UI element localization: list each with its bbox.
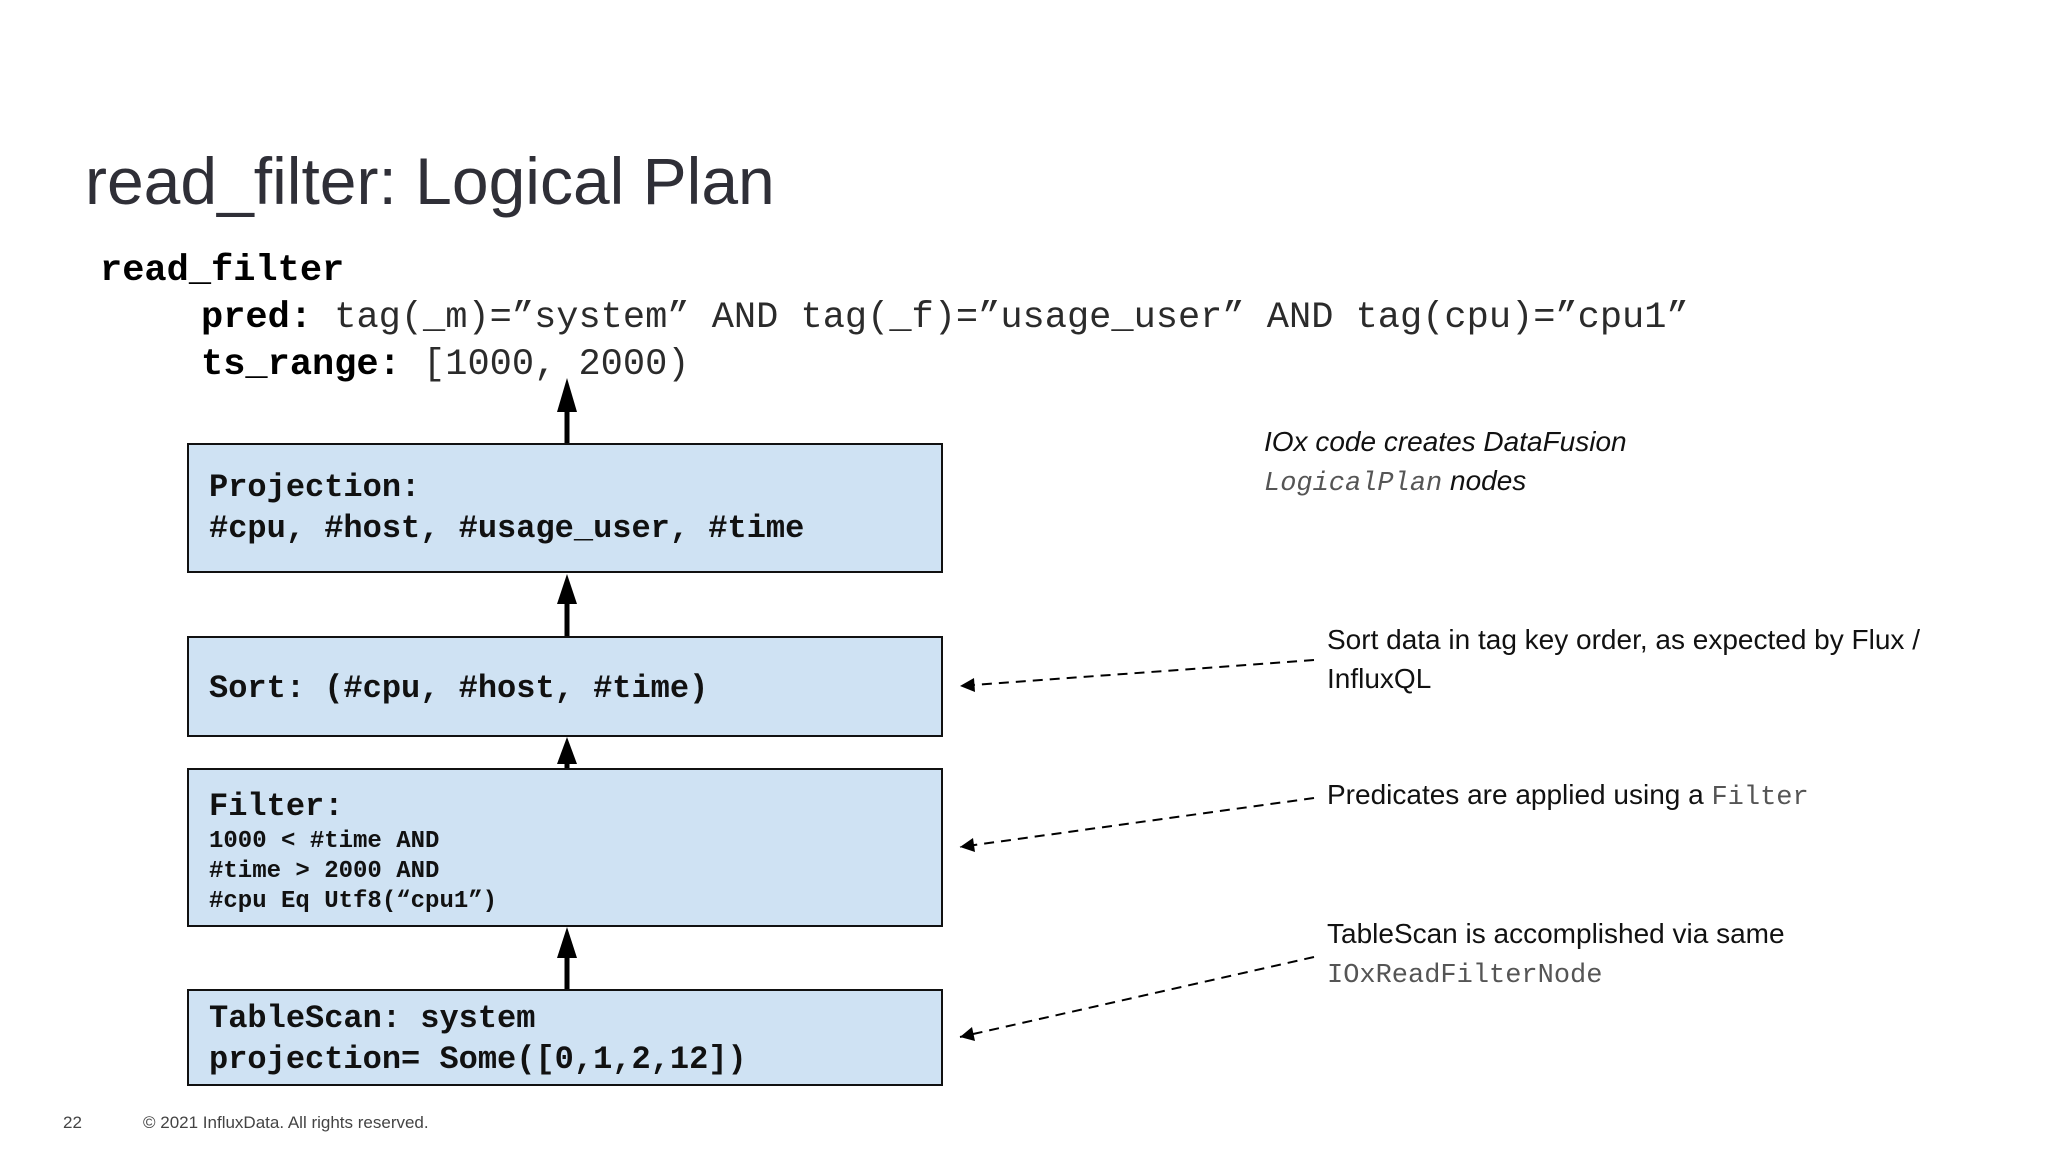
note-filter-mono: Filter <box>1711 783 1809 813</box>
note-sort-line1: Sort data in tag key order, as expected … <box>1327 624 1920 655</box>
tablescan-node: TableScan: system projection= Some([0,1,… <box>187 989 943 1086</box>
note-sort: Sort data in tag key order, as expected … <box>1327 620 1920 698</box>
pred-value: tag(_m)=”system” AND tag(_f)=”usage_user… <box>312 297 1689 339</box>
tablescan-node-projection: projection= Some([0,1,2,12]) <box>209 1041 747 1078</box>
tablescan-node-title: TableScan: system <box>209 1000 536 1037</box>
flow-arrow-sort-to-projection <box>557 574 577 636</box>
dashed-pointer-tablescan <box>959 956 1315 1041</box>
page-number: 22 <box>63 1113 82 1132</box>
note-filter-text: Predicates are applied using a <box>1327 779 1712 810</box>
sort-node-text: Sort: (#cpu, #host, #time) <box>209 670 709 707</box>
filter-node-cond-3: #cpu Eq Utf8(“cpu1”) <box>209 888 498 915</box>
sort-node: Sort: (#cpu, #host, #time) <box>187 636 943 737</box>
projection-node-title: Projection: <box>209 469 421 506</box>
note-tablescan-line2: IOxReadFilterNode <box>1327 953 1785 996</box>
filter-node-cond-2: #time > 2000 AND <box>209 858 440 885</box>
dashed-pointer-filter <box>959 797 1315 852</box>
ts-range-key: ts_range: <box>201 344 401 386</box>
note-datafusion-line2: LogicalPlan nodes <box>1264 461 1627 504</box>
note-datafusion-line1: IOx code creates DataFusion <box>1264 426 1627 457</box>
note-filter: Predicates are applied using a Filter <box>1327 775 1809 818</box>
request-name-text: read_filter <box>100 250 345 292</box>
flow-arrow-filter-to-sort <box>557 737 577 768</box>
request-name: read_filter <box>100 253 344 290</box>
note-tablescan-mono: IOxReadFilterNode <box>1327 961 1603 991</box>
request-ts-range: ts_range: [1000, 2000) <box>201 347 690 384</box>
flow-arrow-projection-to-request <box>557 378 577 443</box>
note-datafusion: IOx code creates DataFusion LogicalPlan … <box>1264 422 1627 504</box>
pred-key: pred: <box>201 297 313 339</box>
note-tablescan: TableScan is accomplished via same IOxRe… <box>1327 914 1785 996</box>
note-datafusion-mono: LogicalPlan <box>1264 469 1443 499</box>
slide-title: read_filter: Logical Plan <box>85 144 775 218</box>
filter-node-title: Filter: <box>209 788 344 825</box>
request-pred: pred: tag(_m)=”system” AND tag(_f)=”usag… <box>201 300 1689 337</box>
dashed-pointer-sort <box>959 659 1315 692</box>
note-datafusion-rest: nodes <box>1442 465 1527 496</box>
note-tablescan-line1: TableScan is accomplished via same <box>1327 918 1785 949</box>
projection-node: Projection: #cpu, #host, #usage_user, #t… <box>187 443 943 573</box>
flow-arrow-tablescan-to-filter <box>557 927 577 989</box>
copyright-notice: © 2021 InfluxData. All rights reserved. <box>143 1113 429 1132</box>
filter-node-cond-1: 1000 < #time AND <box>209 828 440 855</box>
ts-range-value: [1000, 2000) <box>400 344 690 386</box>
filter-node: Filter: 1000 < #time AND #time > 2000 AN… <box>187 768 943 927</box>
note-sort-line2: InfluxQL <box>1327 663 1432 694</box>
projection-node-columns: #cpu, #host, #usage_user, #time <box>209 510 805 547</box>
